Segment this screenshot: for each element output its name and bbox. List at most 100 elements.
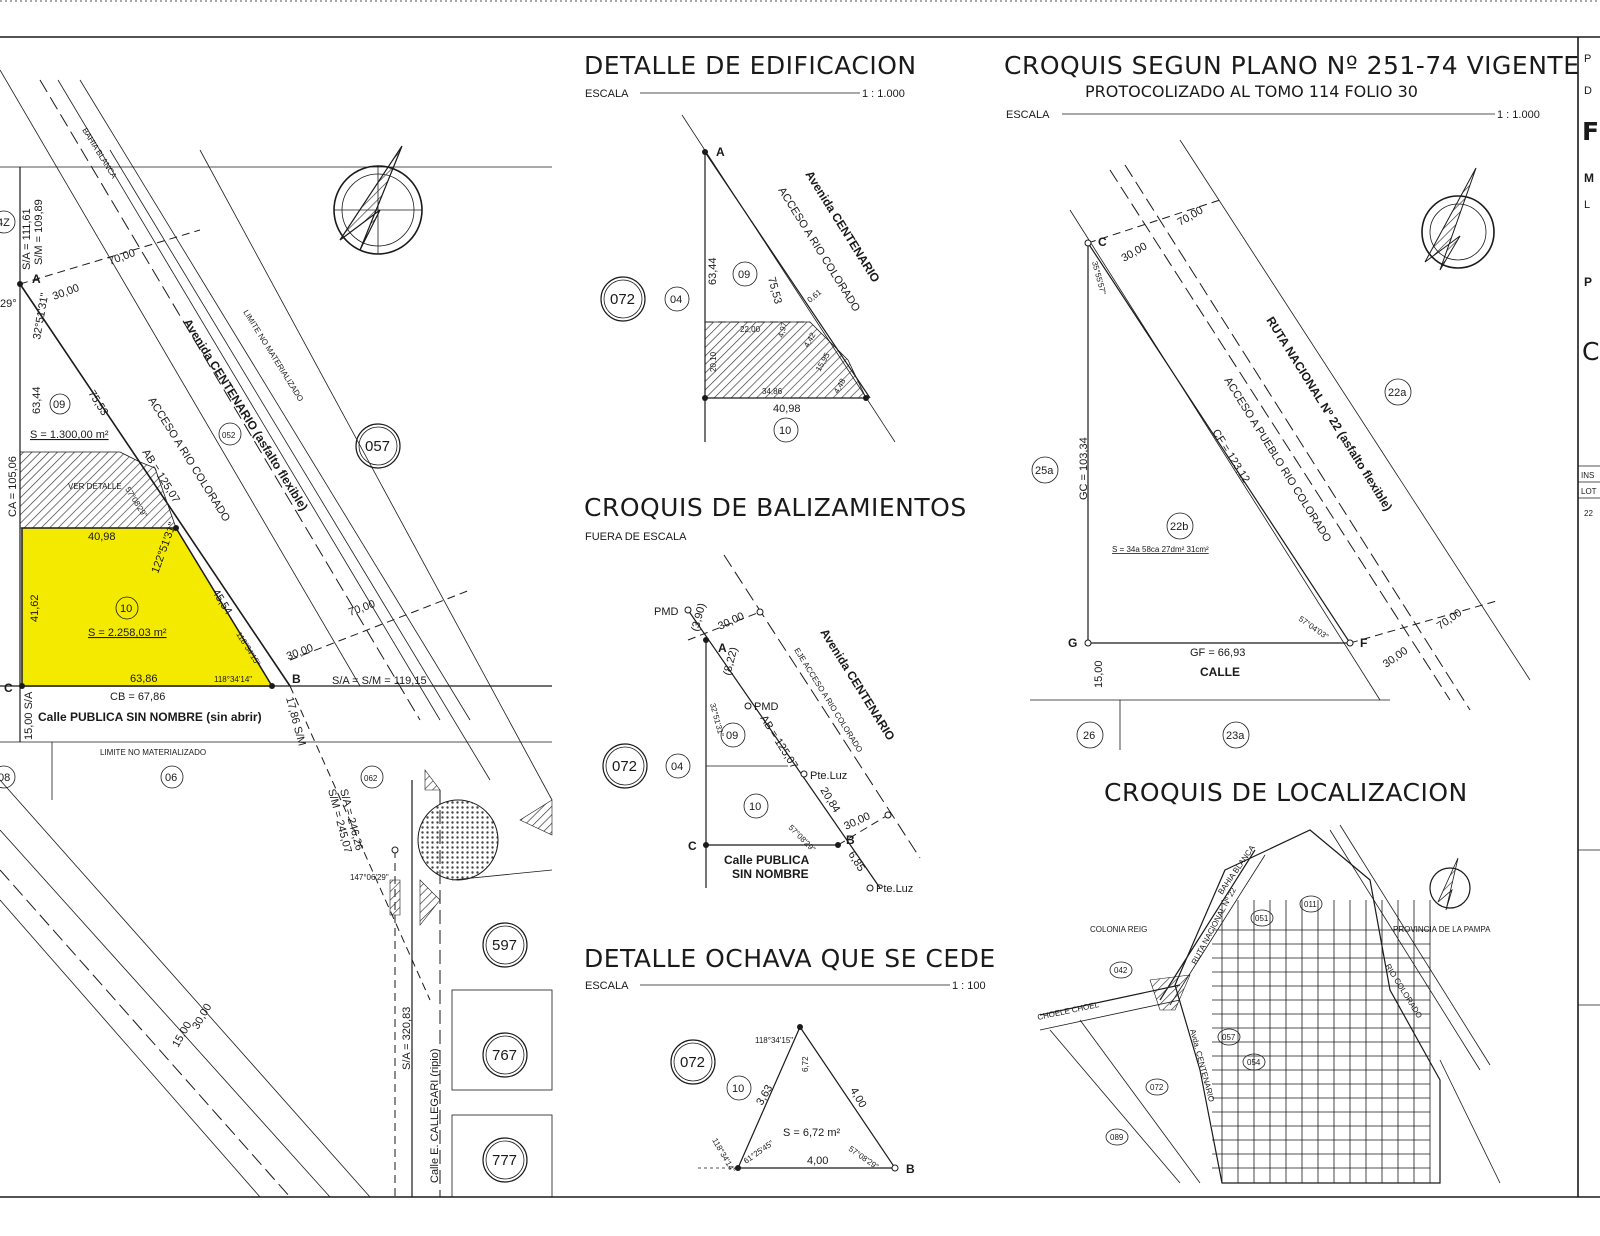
area-10: S = 2.258,03 m² [88,627,167,639]
svg-text:26: 26 [1083,730,1095,742]
svg-text:072: 072 [612,758,637,775]
balizamientos-calle-1: Calle PUBLICA [724,853,810,867]
svg-text:LOT: LOT [1581,487,1597,496]
limite-bottom-label: LIMITE NO MATERIALIZADO [100,748,206,757]
svg-text:INS: INS [1581,471,1594,480]
loc-code-057: 057 [1217,1028,1241,1046]
svg-text:4,00: 4,00 [807,1155,828,1167]
svg-text:A: A [718,641,727,655]
svg-text:C: C [688,839,697,853]
svg-text:09: 09 [53,399,65,411]
parcel-circle-10: 10 [115,596,139,620]
svg-text:G: G [1068,636,1077,650]
svg-text:Pte.Luz: Pte.Luz [810,770,847,782]
loc-code-011: 011 [1299,895,1323,913]
title-block-strip: P D F M L P C INS LOT 22 [1578,53,1600,1006]
sa-sm-b: S/A = S/M = 119,15 [332,675,427,687]
svg-text:C: C [1098,235,1107,249]
svg-text:4Z: 4Z [0,217,10,229]
plano-title: CROQUIS SEGUN PLANO Nº 251-74 VIGENTE [1004,51,1580,80]
svg-text:072: 072 [1150,1083,1164,1092]
svg-text:20,84: 20,84 [817,785,842,815]
svg-text:A: A [716,145,725,159]
d-30-00c: 30,00 [190,1002,214,1032]
svg-text:C: C [1582,337,1600,366]
edif-circle-04: 04 [664,286,690,312]
bal-circle-072: 072 [602,743,648,789]
svg-text:GC = 103,34: GC = 103,34 [1078,437,1090,500]
compass-localizacion-icon [1429,857,1471,911]
svg-text:D: D [1584,85,1592,97]
sheet-frame [0,0,1600,1198]
svg-text:22: 22 [1584,509,1593,518]
edificacion-scale: 1 : 1.000 [862,88,905,100]
svg-text:25a: 25a [1035,465,1054,477]
plano-circle-23a: 23a [1222,721,1250,749]
ang-29: 29° [0,298,17,310]
svg-text:10: 10 [749,801,761,813]
cb: CB = 67,86 [110,691,165,703]
ang-a: 32°51'31" [31,292,51,341]
d-30-a: 30,00 [51,282,81,303]
svg-text:22b: 22b [1170,521,1188,533]
balizamientos-road: Avenida CENTENARIO [817,626,897,743]
svg-text:COLONIA REIG: COLONIA REIG [1090,925,1147,934]
svg-text:057: 057 [1222,1033,1236,1042]
lot-10-highlight [21,527,274,687]
loc-code-054: 054 [1242,1053,1266,1071]
svg-text:34,86: 34,86 [762,387,783,396]
plano-area: S = 34a 58ca 27dm² 31cm² [1112,545,1209,554]
parcel-circle-597: 597 [482,922,528,968]
svg-text:61°25'45": 61°25'45" [742,1139,775,1166]
svg-text:75,53: 75,53 [765,276,784,306]
balizamientos-eje: EJE ACCESO A RIO COLORADO [792,646,864,754]
svg-text:L: L [1584,199,1590,211]
ochava-scale-label: ESCALA [585,980,629,992]
sa-top-2: S/M = 109,89 [33,199,45,265]
svg-text:23a: 23a [1226,730,1245,742]
svg-text:70,00: 70,00 [1176,204,1206,228]
parcel-circle-052: 052 [218,422,242,446]
svg-text:57°08'29": 57°08'29" [847,1144,880,1171]
svg-text:10: 10 [732,1083,744,1095]
loc-code-051: 051 [1250,909,1274,927]
ochava-circle-10: 10 [726,1075,752,1101]
compass-plano-icon [1421,167,1495,271]
plano-scale: 1 : 1.000 [1497,109,1540,121]
calle-publica-label: Calle PUBLICA SIN NOMBRE (sin abrir) [38,710,262,724]
svg-text:08: 08 [0,772,10,784]
parcel-circle-06: 06 [160,765,184,789]
svg-text:6,85: 6,85 [845,849,867,874]
plano-circle-26: 26 [1076,721,1104,749]
svg-text:30,00: 30,00 [716,610,746,633]
svg-text:6,72: 6,72 [801,1056,810,1072]
point-a: A [32,272,41,286]
svg-text:118°34'14": 118°34'14" [710,1137,737,1175]
svg-text:GF = 66,93: GF = 66,93 [1190,647,1245,659]
edificacion-title: DETALLE DE EDIFICACION [584,51,917,80]
parcel-circle-4z: 4Z [0,210,16,234]
parcel-circle-09: 09 [49,393,71,415]
plano-circle-22b: 22b [1166,512,1194,540]
svg-text:(3,90): (3,90) [689,602,708,633]
balizamientos-title: CROQUIS DE BALIZAMIENTOS [584,493,967,522]
svg-text:70,00: 70,00 [1435,607,1464,633]
balizamientos-calle-2: SIN NOMBRE [732,867,809,881]
section-balizamientos: CROQUIS DE BALIZAMIENTOS FUERA DE ESCALA… [584,493,967,895]
svg-text:PMD: PMD [754,701,779,713]
svg-text:M: M [1584,171,1594,185]
parcel-circle-767: 767 [482,1032,528,1078]
svg-text:RUTA NACIONAL Nº 22: RUTA NACIONAL Nº 22 [1190,886,1238,966]
area-09: S = 1.300,00 m² [30,429,109,441]
svg-text:30,00: 30,00 [1120,240,1150,264]
svg-text:767: 767 [492,1047,517,1064]
section-plano: CROQUIS SEGUN PLANO Nº 251-74 VIGENTE PR… [1004,51,1580,750]
svg-text:Pte.Luz: Pte.Luz [876,883,913,895]
d-63-86: 63,86 [130,673,158,685]
limite-top-label: LIMITE NO MATERIALIZADO [241,308,305,403]
d-70-b: 70,00 [347,598,377,619]
localizacion-title: CROQUIS DE LOCALIZACION [1104,778,1468,807]
d-40-98: 40,98 [88,531,116,543]
edificacion-scale-label: ESCALA [585,88,629,100]
svg-text:32°51'31": 32°51'31" [708,702,726,738]
